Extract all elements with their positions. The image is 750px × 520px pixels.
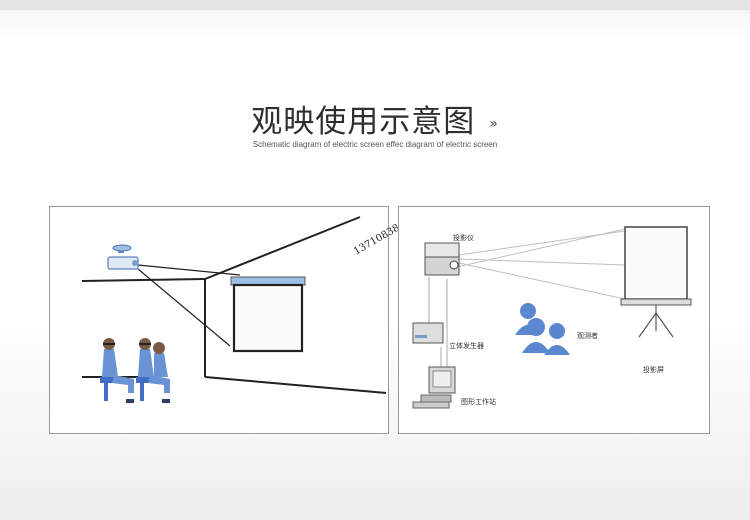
label-screen: 投影屏 (643, 366, 664, 374)
page-subtitle: Schematic diagram of electric screen eff… (252, 140, 498, 149)
label-projector: 投影仪 (453, 234, 474, 242)
room-illustration-panel (49, 206, 389, 434)
label-workstation: 图形工作站 (461, 398, 496, 406)
label-viewers: 观测者 (577, 332, 598, 340)
chevron-right-icon: » (489, 115, 499, 132)
page-title-text: 观映使用示意图 (251, 104, 476, 140)
system-diagram-panel: 投影仪 立体发生器 观测者 投影屏 图形工作站 (398, 206, 710, 434)
system-diagram (412, 226, 692, 409)
room-illustration (81, 216, 387, 403)
label-stereo-generator: 立体发生器 (449, 342, 484, 350)
page-title: 观映使用示意图 » (0, 96, 750, 141)
top-bar (0, 0, 750, 10)
